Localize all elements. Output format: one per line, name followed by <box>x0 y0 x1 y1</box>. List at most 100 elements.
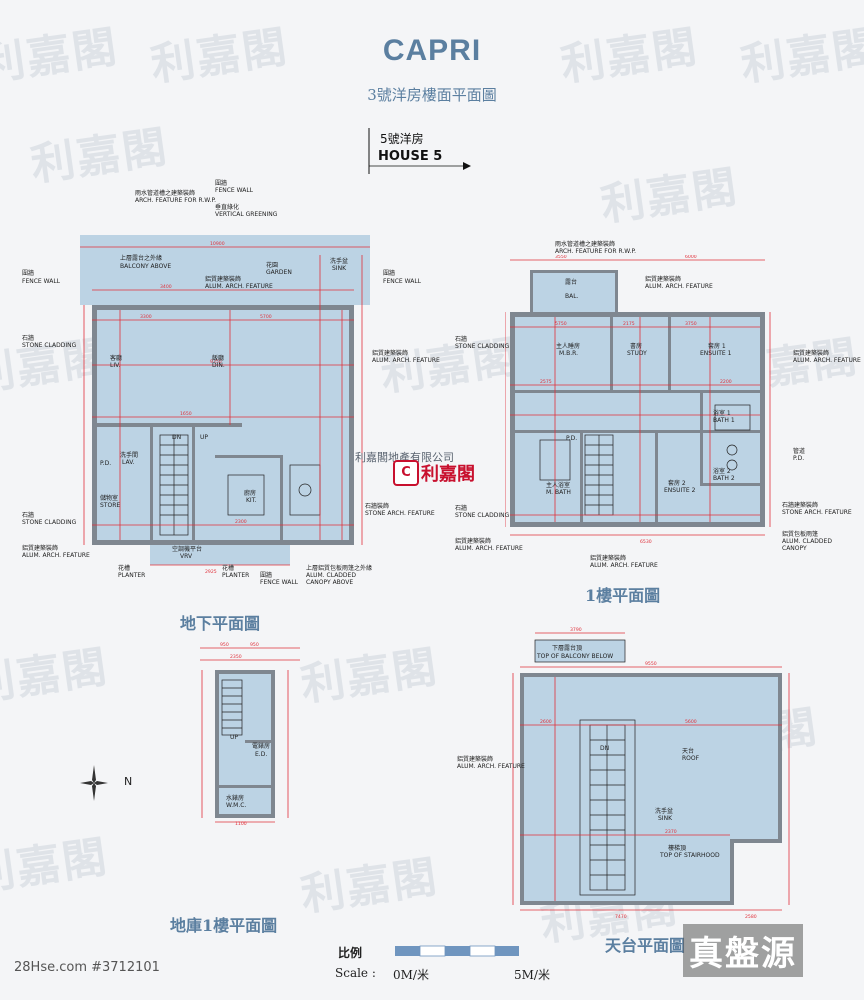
label-1f-canopy-en: ALUM. CLADDED CANOPY <box>782 538 832 552</box>
stair-dn: DN <box>172 434 182 441</box>
room-mbath-zh: 主人浴室 <box>546 482 571 489</box>
label-roof-alum-zh: 鋁質建築裝飾 <box>457 756 494 763</box>
svg-text:7470: 7470 <box>615 914 627 920</box>
room-roof-en: ROOF <box>682 755 700 762</box>
room-din-en: DIN. <box>212 362 225 369</box>
scale-title: 比例 <box>338 946 363 960</box>
label-1f-alum-sw-zh: 鋁質建築裝飾 <box>455 538 492 545</box>
room-bath2-zh: 浴室 2 <box>713 468 731 475</box>
room-bal-en: BAL. <box>565 293 579 300</box>
label-garden-zh: 花園 <box>266 262 279 269</box>
label-fence-west-zh: 圍牆 <box>22 270 35 277</box>
svg-text:3400: 3400 <box>160 284 172 290</box>
label-1f-stone-sw-en: STONE CLADDING <box>455 512 510 519</box>
page-subtitle: 3號洋房樓面平面圖 <box>367 86 497 104</box>
label-roof-balcony-en: TOP OF BALCONY BELOW <box>537 653 614 660</box>
label-1f-alum-east-en: ALUM. ARCH. FEATURE <box>793 357 861 364</box>
label-greening-en: VERTICAL GREENING <box>215 211 278 218</box>
label-alum-zh: 鋁質建築裝飾 <box>205 276 242 283</box>
compass-north-label: N <box>124 775 133 788</box>
label-alum-en: ALUM. ARCH. FEATURE <box>205 283 273 290</box>
room-mbath-en: M. BATH <box>546 489 571 496</box>
svg-text:5600: 5600 <box>685 719 697 725</box>
caption-lower-ground: 地庫1樓平面圖 <box>170 916 278 935</box>
watermark: 利嘉閣 <box>0 641 112 712</box>
room-vrv-en: VRV <box>180 553 193 560</box>
watermark: 利嘉閣 <box>597 161 742 232</box>
stair-dn-roof: DN <box>600 745 610 752</box>
listing-reference: 28Hse.com #3712101 <box>14 960 160 975</box>
room-vrv-zh: 空調機平台 <box>172 546 203 553</box>
room-store-en: STORE <box>100 502 121 509</box>
label-canopy-zh: 上層鋁質包板雨篷之外緣 <box>306 565 373 572</box>
svg-text:5750: 5750 <box>555 321 567 327</box>
stair-up-lg: UP <box>230 734 239 741</box>
label-fence-east-en: FENCE WALL <box>383 278 422 285</box>
lower-ground-floor-plan: 950 950 2350 1100 <box>200 642 300 825</box>
label-1f-alum-sw-en: ALUM. ARCH. FEATURE <box>455 545 523 552</box>
room-ed-en: E.D. <box>255 751 268 758</box>
brand-logo-text: 利嘉閣 <box>421 464 475 485</box>
house-marker-en: HOUSE 5 <box>378 149 443 164</box>
svg-text:2370: 2370 <box>665 829 677 835</box>
label-sink-zh: 洗手盆 <box>330 258 349 265</box>
room-sink-zh: 洗手盆 <box>655 808 674 815</box>
label-1f-pd-zh: 管道 <box>793 448 806 455</box>
room-sink-en: SINK <box>658 815 673 822</box>
watermark: 利嘉閣 <box>297 641 442 712</box>
caption-roof: 天台平面圖 <box>605 936 686 955</box>
svg-text:2300: 2300 <box>235 519 247 525</box>
room-lav-en: LAV. <box>122 459 135 466</box>
label-1f-stone-sw-zh: 石牆 <box>455 505 468 512</box>
label-1f-rwp-en: ARCH. FEATURE FOR R.W.P. <box>555 248 637 255</box>
first-floor-plan: 3550 6000 5750 2175 3750 2575 2200 6530 <box>505 255 771 545</box>
label-1f-alum-en: ALUM. ARCH. FEATURE <box>645 283 713 290</box>
svg-text:2580: 2580 <box>745 914 757 920</box>
label-1f-alum-east-zh: 鋁質建築裝飾 <box>793 350 830 357</box>
room-liv-zh: 客廳 <box>110 355 123 362</box>
svg-text:5700: 5700 <box>260 314 272 320</box>
label-planter-1-en: PLANTER <box>118 572 146 579</box>
basement-floor-plan: 10900 3400 3300 5700 9350 1650 2300 2925 <box>80 235 370 575</box>
label-stone-sw-en: STONE CLADDING <box>22 519 77 526</box>
watermark: 利嘉閣 <box>297 851 442 922</box>
svg-text:9350: 9350 <box>210 359 222 365</box>
stair-up: UP <box>200 434 209 441</box>
label-fence-south-zh: 圍牆 <box>260 572 273 579</box>
label-stone-feature-zh: 石牆裝飾 <box>365 503 390 510</box>
scale-label: Scale : <box>335 966 376 980</box>
label-1f-alum-s-zh: 鋁質建築裝飾 <box>590 555 627 562</box>
label-alum-east-en: ALUM. ARCH. FEATURE <box>372 357 440 364</box>
room-mbr-zh: 主人睡房 <box>556 343 581 350</box>
room-roof-zh: 天台 <box>682 748 695 755</box>
svg-text:2575: 2575 <box>540 379 552 385</box>
room-mbr-en: M.B.R. <box>559 350 578 357</box>
room-din-zh: 飯廳 <box>212 355 225 362</box>
room-wmc-en: W.M.C. <box>226 802 247 809</box>
svg-text:3790: 3790 <box>570 627 582 633</box>
room-ensuite2-zh: 套房 2 <box>668 480 686 487</box>
room-liv-en: LIV. <box>110 362 121 369</box>
house-marker-zh: 5號洋房 <box>380 132 424 146</box>
scale-start: 0M/米 <box>393 968 429 982</box>
svg-text:2175: 2175 <box>623 321 635 327</box>
label-fence-west-en: FENCE WALL <box>22 278 61 285</box>
svg-text:950: 950 <box>220 642 229 648</box>
label-1f-rwp-zh: 雨水管道槽之建築裝飾 <box>555 241 616 248</box>
room-bal-zh: 露台 <box>565 279 578 286</box>
room-ensuite1-en: ENSUITE 1 <box>700 350 732 357</box>
label-rwp-zh: 雨水管道槽之建築裝飾 <box>135 190 196 197</box>
roof-plan: 3790 9550 2600 5600 2370 7470 2580 <box>512 627 790 920</box>
room-bath1-en: BATH 1 <box>713 417 735 424</box>
label-1f-pd-en: P.D. <box>793 455 805 462</box>
room-store-zh: 儲物室 <box>100 495 119 502</box>
caption-first-floor: 1樓平面圖 <box>585 586 661 605</box>
label-balcony-en: BALCONY ABOVE <box>120 263 172 270</box>
room-kit-zh: 廚房 <box>244 490 257 497</box>
svg-text:2350: 2350 <box>230 654 242 660</box>
room-pd-1f: P.D. <box>566 435 578 442</box>
room-bath2-en: BATH 2 <box>713 475 735 482</box>
svg-text:6000: 6000 <box>685 255 697 260</box>
label-1f-stone-zh: 石牆 <box>455 336 468 343</box>
label-stone-zh: 石牆 <box>22 335 35 342</box>
